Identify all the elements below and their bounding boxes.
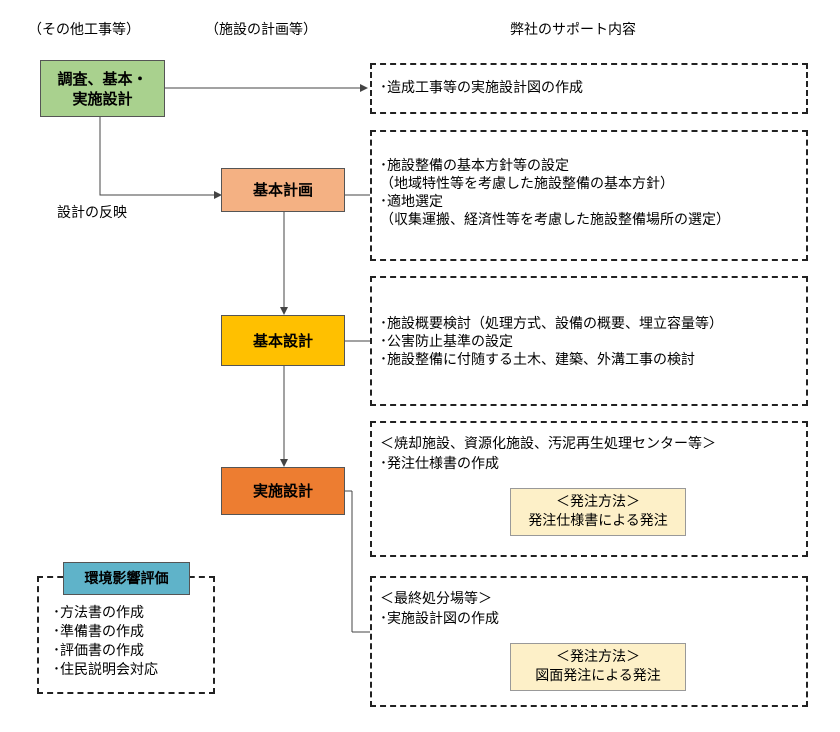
support-plan-item-1: ･施設整備の基本方針等の設定 [380, 158, 569, 174]
support-plan-item-4: （収集運搬、経済性等を考慮した施設整備場所の選定） [380, 212, 730, 228]
order-method-b-title: ＜発注方法＞ [556, 649, 640, 665]
support-detailed-b-category: ＜最終処分場等＞ [380, 591, 492, 607]
order-method-a-text: 発注仕様書による発注 [528, 513, 668, 529]
header-facility-plan: （施設の計画等） [205, 22, 317, 38]
feedback-label: 設計の反映 [57, 205, 127, 221]
support-box-basic-plan: ･施設整備の基本方針等の設定 （地域特性等を考慮した施設整備の基本方針） ･適地… [370, 130, 808, 261]
header-support: 弊社のサポート内容 [510, 22, 636, 38]
support-box-detailed-incineration: ＜焼却施設、資源化施設、汚泥再生処理センター等＞ ･発注仕様書の作成 ＜発注方法… [370, 421, 808, 557]
support-box-survey: ･造成工事等の実施設計図の作成 [370, 63, 808, 114]
survey-design-box: 調査、基本・ 実施設計 [40, 60, 165, 117]
env-item-3: ･評価書の作成 [53, 643, 144, 659]
header-other-works: （その他工事等） [28, 22, 140, 38]
support-detailed-b-item: ･実施設計図の作成 [380, 611, 499, 627]
survey-box-line-1: 調査、基本・ [57, 69, 148, 88]
support-survey-item: ･造成工事等の実施設計図の作成 [380, 80, 583, 96]
env-assessment-box: ･方法書の作成 ･準備書の作成 ･評価書の作成 ･住民説明会対応 [37, 576, 215, 694]
support-design-item-2: ･公害防止基準の設定 [380, 334, 513, 350]
support-plan-item-3: ･適地選定 [380, 194, 443, 210]
basic-plan-box: 基本計画 [221, 168, 345, 212]
support-design-item-3: ･施設整備に付随する土木、建築、外溝工事の検討 [380, 352, 695, 368]
survey-box-line-2: 実施設計 [72, 89, 133, 108]
support-plan-item-2: （地域特性等を考慮した施設整備の基本方針） [380, 176, 674, 192]
basic-design-box: 基本設計 [221, 315, 345, 366]
env-item-2: ･準備書の作成 [53, 624, 144, 640]
detailed-design-box: 実施設計 [221, 467, 345, 515]
env-item-1: ･方法書の作成 [53, 605, 144, 621]
support-detailed-a-category: ＜焼却施設、資源化施設、汚泥再生処理センター等＞ [380, 436, 716, 452]
order-method-box-a: ＜発注方法＞ 発注仕様書による発注 [510, 488, 686, 536]
support-design-item-1: ･施設概要検討（処理方式、設備の概要、埋立容量等） [380, 316, 723, 332]
env-assessment-title: 環境影響評価 [63, 562, 190, 595]
arrow-survey-basic-plan [99, 117, 222, 199]
order-method-a-title: ＜発注方法＞ [556, 494, 640, 510]
support-detailed-a-item: ･発注仕様書の作成 [380, 456, 499, 472]
order-method-box-b: ＜発注方法＞ 図面発注による発注 [510, 643, 686, 691]
support-box-detailed-landfill: ＜最終処分場等＞ ･実施設計図の作成 ＜発注方法＞ 図面発注による発注 [370, 576, 808, 707]
support-box-basic-design: ･施設概要検討（処理方式、設備の概要、埋立容量等） ･公害防止基準の設定 ･施設… [370, 276, 808, 406]
order-method-b-text: 図面発注による発注 [535, 668, 661, 684]
env-item-4: ･住民説明会対応 [53, 662, 158, 678]
